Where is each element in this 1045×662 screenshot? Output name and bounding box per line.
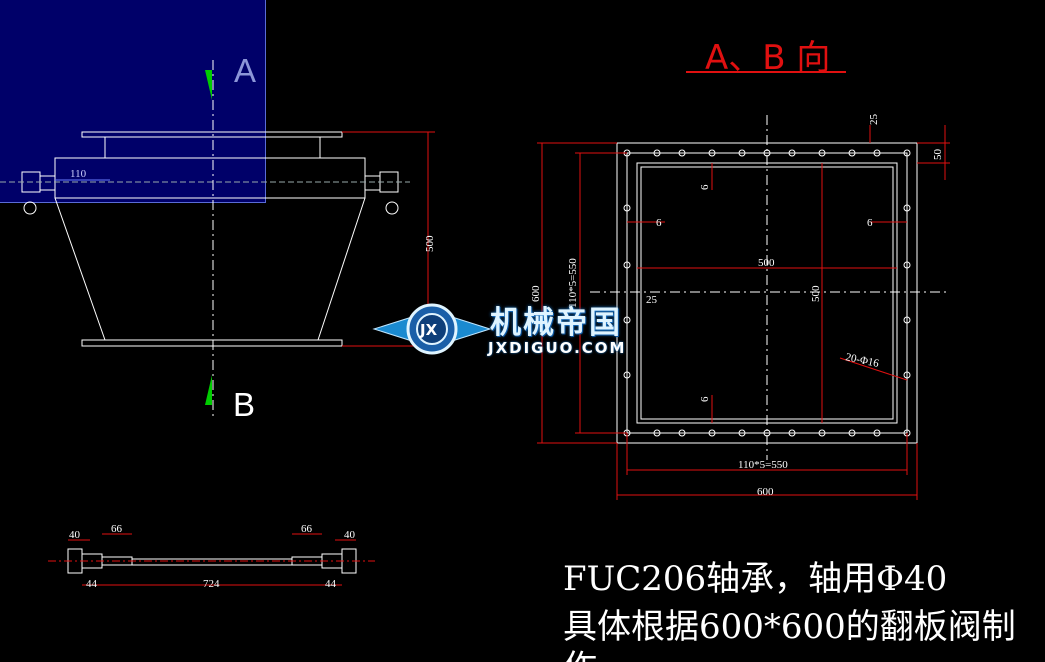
dim-top-offset: 25 [868,114,880,126]
front-dims [537,125,950,500]
shaft-dims [68,533,356,586]
dim-shaft-left-bearing: 44 [86,578,98,590]
dim-left-offset: 25 [646,294,658,306]
section-label-b: B [233,386,256,423]
note-line-3: 作 [563,640,597,662]
dim-gap-bottom: 6 [699,396,711,402]
title-underline [686,71,846,73]
arrow-a-icon [205,70,212,100]
svg-text:JX: JX [419,321,438,339]
dim-shaft-right-end: 40 [344,529,356,541]
dim-shaft-left-step: 66 [111,523,123,535]
dim-gap-left: 6 [656,217,662,229]
dim-shaft-right-bearing: 44 [325,578,337,590]
dim-side-height: 500 [424,235,436,252]
watermark-logo: JX 机械帝国 JXDIGUO.COM [372,295,672,365]
dim-gap-top: 6 [699,184,711,190]
dim-inner-width: 500 [758,257,775,269]
dim-top-flange: 50 [932,149,944,161]
dim-bolt-spacing-h: 110*5=550 [738,459,788,471]
dim-inner-height: 500 [810,285,822,302]
watermark-cn: 机械帝国 [490,305,622,341]
dim-shaft-right-step: 66 [301,523,313,535]
dim-side-width: 110 [70,168,87,180]
dim-bolt-spacing-v: 110*5=550 [567,258,579,308]
bolt-holes [623,149,911,437]
dim-gap-right: 6 [867,217,873,229]
dim-overall-width: 600 [757,486,774,498]
section-label-a: A [234,52,257,89]
side-view-body [0,131,410,347]
gear-wings-icon: JX [372,303,492,355]
note-line-2: 具体根据600*600的翻板阀制 [563,607,1016,647]
arrow-b-icon [205,375,212,405]
dim-shaft-mid: 724 [203,578,220,590]
watermark-en: JXDIGUO.COM [488,339,627,357]
dim-shaft-left-end: 40 [69,529,81,541]
note-line-1: FUC206轴承，轴用Φ40 [563,559,948,599]
dim-holes: 20-Φ16 [844,351,880,370]
dim-overall-height: 600 [530,285,542,302]
selection-window[interactable] [0,0,266,203]
